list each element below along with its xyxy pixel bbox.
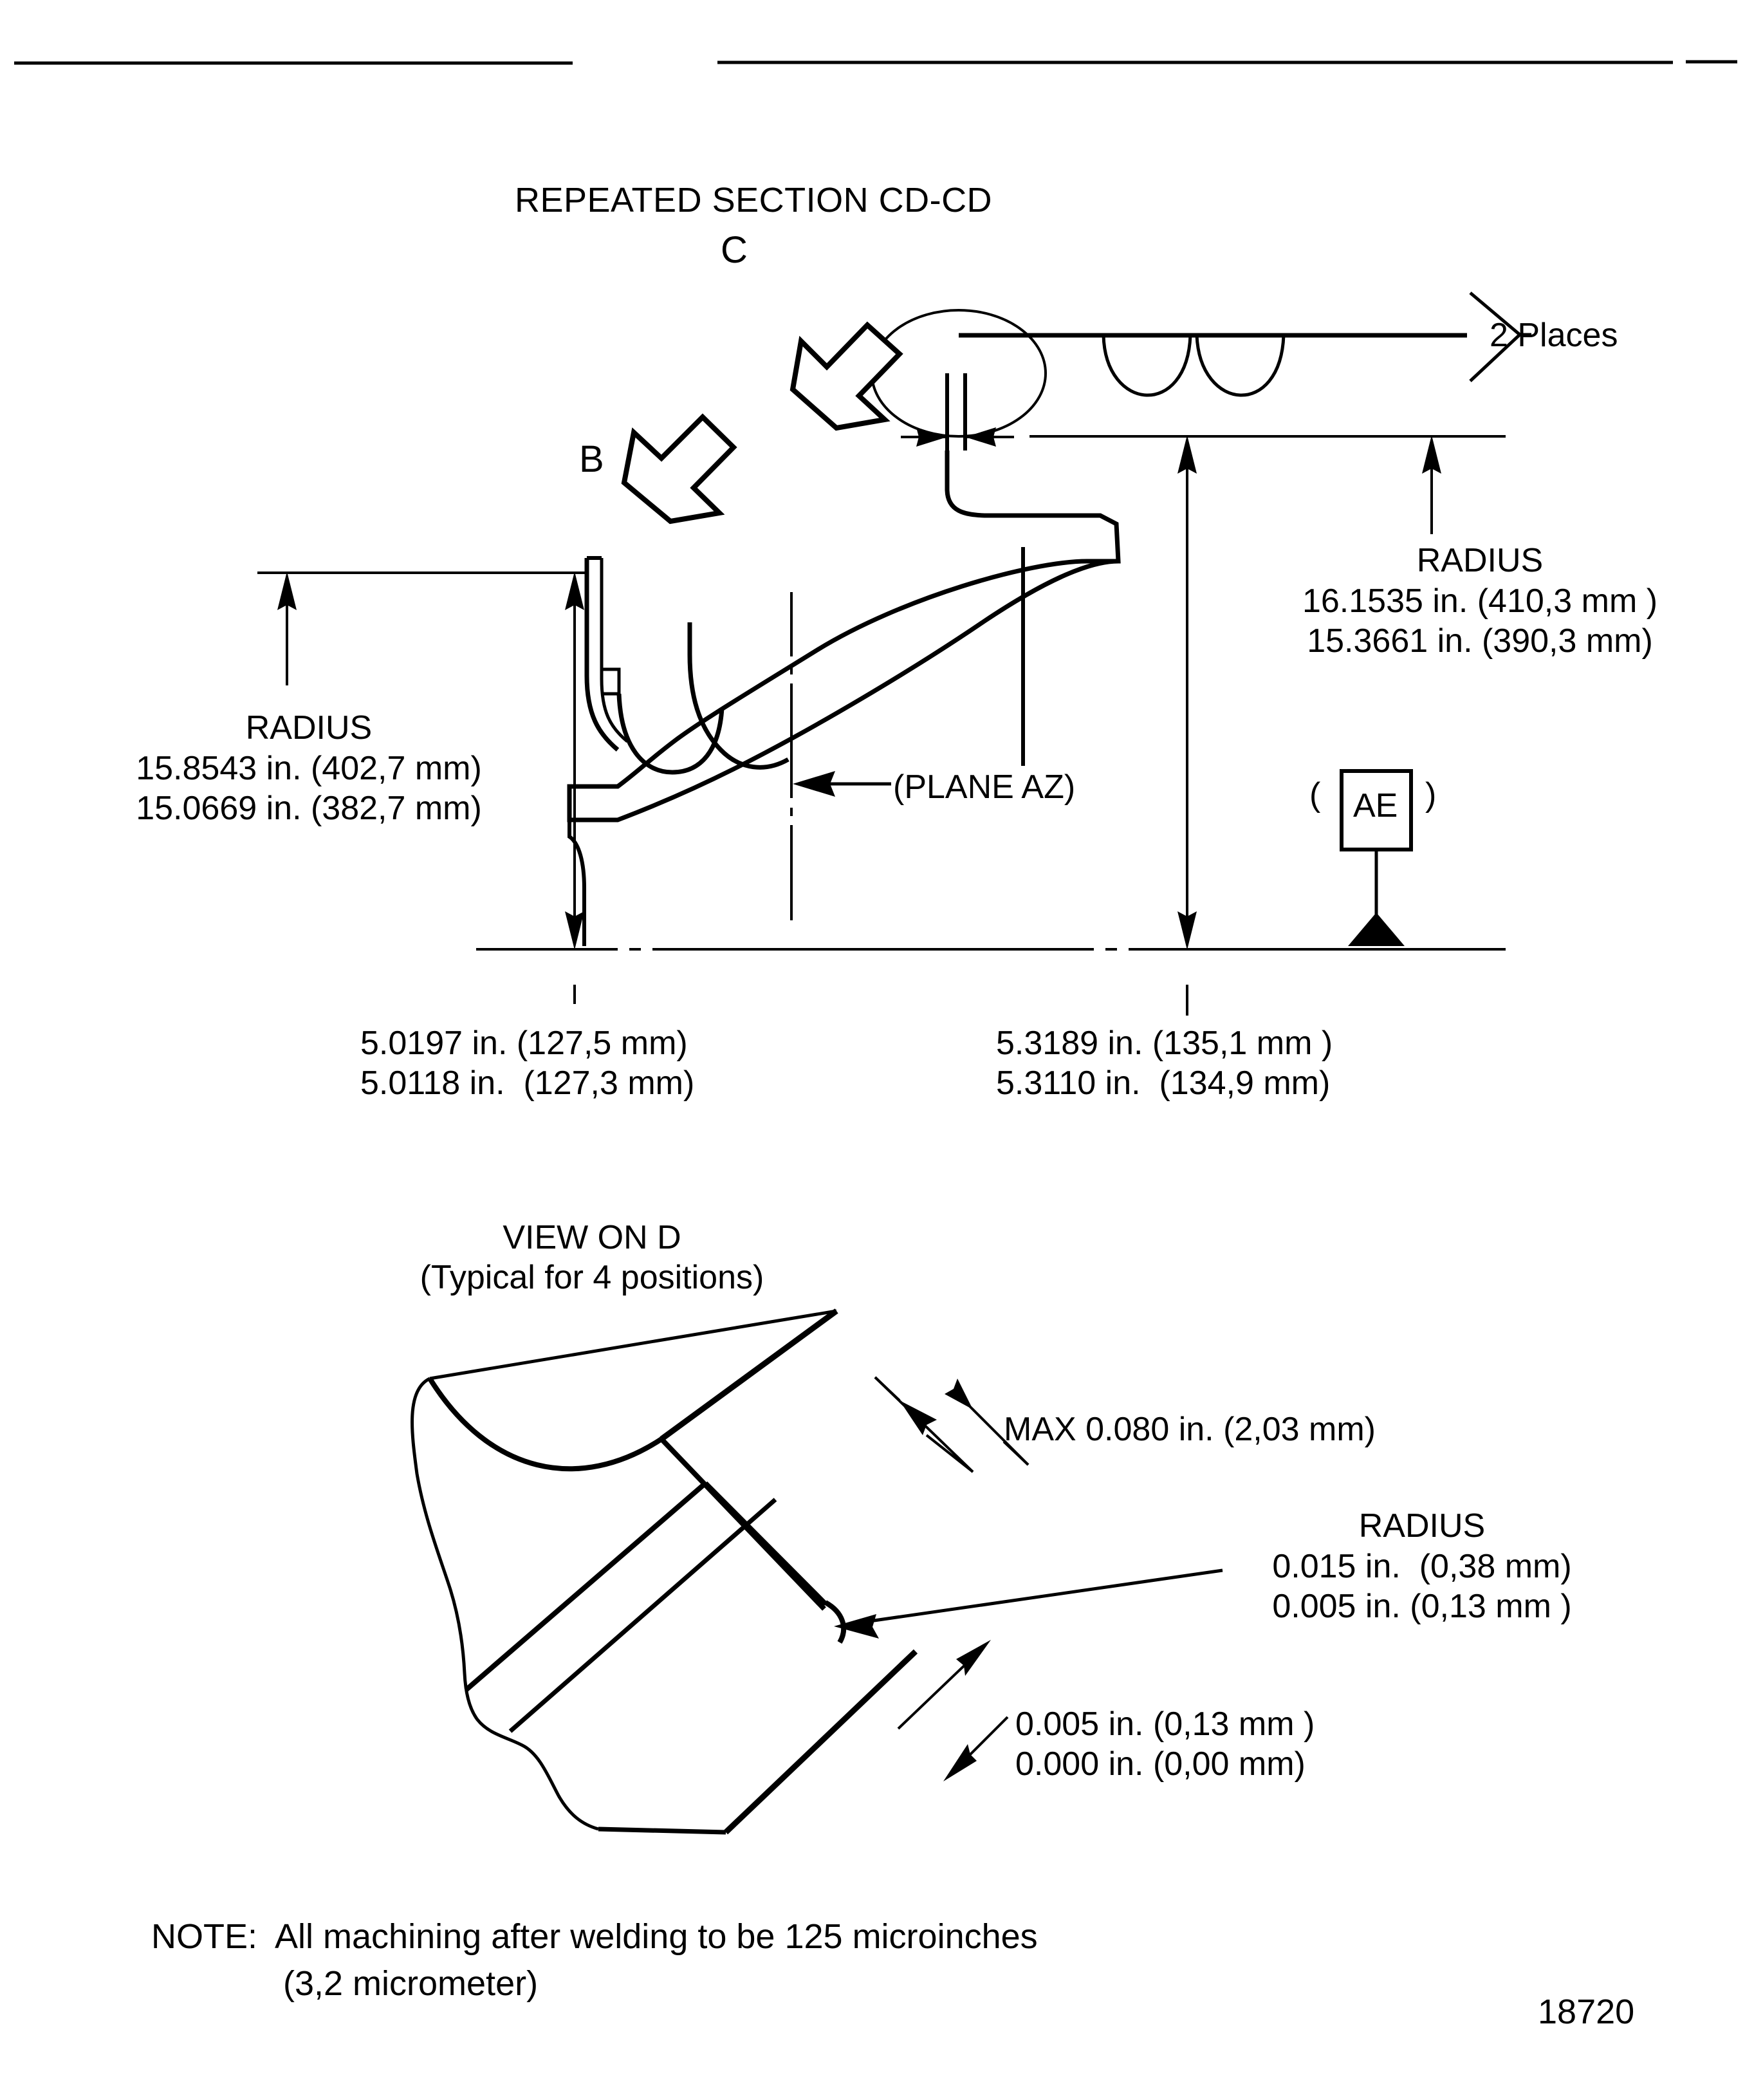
view-d-tip-radius	[824, 1600, 847, 1644]
section-cd-title: REPEATED SECTION CD-CD	[515, 181, 993, 219]
section-hub-wall	[687, 622, 789, 770]
max-thickness-note: MAX 0.080 in. (2,03 mm)	[1004, 1411, 1376, 1448]
plane-az-label: (PLANE AZ)	[893, 768, 1076, 806]
note-line-2: (3,2 micrometer)	[283, 1964, 539, 2003]
dim-right-line1: 5.3189 in. (135,1 mm )	[996, 1025, 1333, 1062]
drawing-number: 18720	[1538, 1993, 1635, 2031]
datum-close-paren: )	[1425, 776, 1437, 813]
view-on-d-subtitle: (Typical for 4 positions)	[420, 1259, 764, 1296]
section-outer-contour	[567, 451, 1121, 822]
view-on-d-geometry	[411, 1308, 1223, 1835]
view-d-radius-line1: 0.015 in. (0,38 mm)	[1272, 1548, 1572, 1585]
section-groove	[616, 693, 725, 775]
view-d-break-line	[411, 1377, 599, 1831]
datum-letter: AE	[1353, 787, 1398, 824]
section-cd-geometry	[257, 292, 1531, 1016]
view-d-radius-heading: RADIUS	[1358, 1507, 1486, 1545]
datum-open-paren: (	[1309, 776, 1321, 813]
radius-right-line1: 16.1535 in. (410,3 mm )	[1302, 582, 1658, 620]
radius-right-heading: RADIUS	[1416, 542, 1544, 579]
view-d-radius-line2: 0.005 in. (0,13 mm )	[1272, 1588, 1572, 1625]
view-d-gap-line1: 0.005 in. (0,13 mm )	[1015, 1705, 1315, 1743]
section-hub-foot	[568, 820, 586, 946]
radius-left-line2: 15.0669 in. (382,7 mm)	[136, 790, 482, 827]
dimension-right-5-3189	[1029, 435, 1506, 950]
view-on-d-title: VIEW ON D	[503, 1219, 681, 1256]
dim-left-line2: 5.0118 in. (127,3 mm)	[360, 1064, 695, 1102]
sheet-top-border	[14, 60, 1737, 65]
detail-bubble-circle	[871, 309, 1047, 438]
section-arrow-b	[621, 413, 737, 525]
radius-left-heading: RADIUS	[245, 709, 373, 747]
view-d-scallop	[427, 1377, 663, 1472]
dimension-left-5-0197	[257, 571, 587, 950]
radius-left-line1: 15.8543 in. (402,7 mm)	[136, 750, 482, 787]
datum-feature-symbol	[1340, 769, 1413, 946]
note-line-1: NOTE: All machining after welding to be …	[151, 1917, 1038, 1956]
dimension-gap-005	[897, 1640, 1009, 1781]
dimension-max-080	[874, 1376, 1029, 1473]
rail-width-dimension	[901, 427, 1014, 447]
radius-leader-tip	[834, 1568, 1223, 1639]
view-d-gap-line2: 0.000 in. (0,00 mm)	[1015, 1745, 1306, 1783]
plane-az-leader	[793, 771, 891, 797]
places-note: 2 Places	[1490, 317, 1618, 354]
section-left-flange	[584, 558, 620, 752]
arrow-b-label: B	[579, 438, 604, 480]
arrow-c-label: C	[721, 229, 748, 271]
dim-right-line2: 5.3110 in. (134,9 mm)	[996, 1064, 1331, 1102]
radius-right-line2: 15.3661 in. (390,3 mm)	[1307, 622, 1653, 660]
dim-left-line1: 5.0197 in. (127,5 mm)	[360, 1025, 688, 1062]
section-arrow-c	[789, 321, 903, 431]
